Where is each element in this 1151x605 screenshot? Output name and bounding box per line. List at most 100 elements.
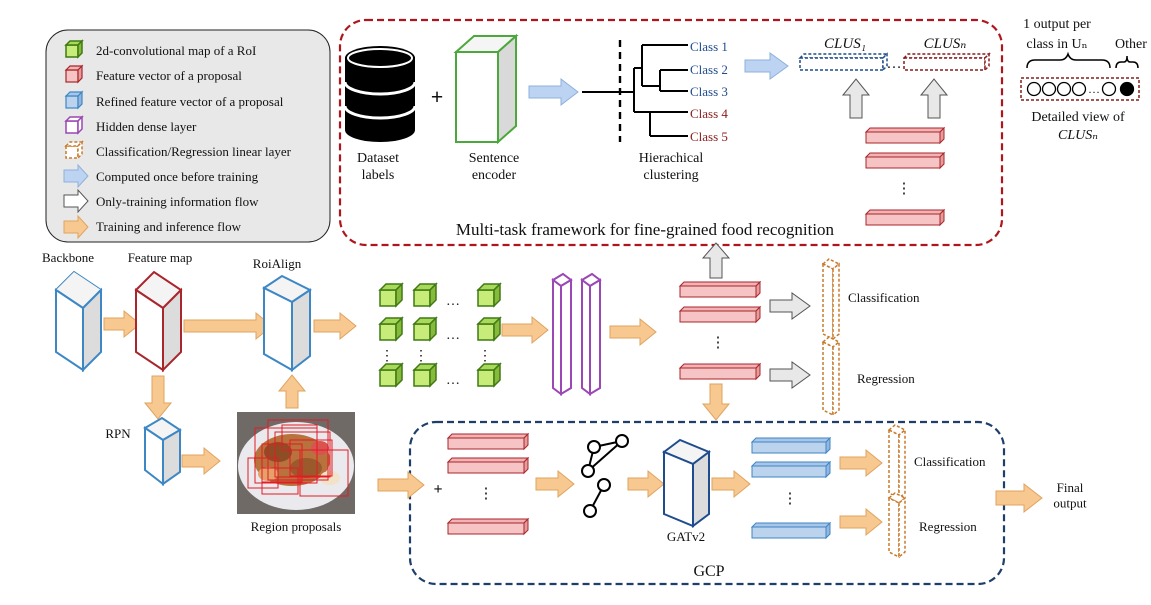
legend-pink-cube-icon bbox=[64, 64, 84, 84]
orange-arrow-backbone-featuremap bbox=[103, 309, 141, 339]
orange-arrow-vectors-graph bbox=[535, 469, 575, 499]
conv-map-cube bbox=[412, 282, 438, 308]
roialign-label: RoiAlign bbox=[253, 256, 302, 271]
detail-neuron-ellipsis: … bbox=[1088, 82, 1100, 96]
clusn-label: CLUSₙ bbox=[924, 36, 967, 52]
gcp-plus-sign: + bbox=[433, 481, 442, 498]
feature-map-cube bbox=[134, 270, 183, 373]
legend-item-label: Only-training information flow bbox=[96, 194, 259, 209]
region-proposals-image bbox=[237, 412, 355, 514]
class-2-label: Class 2 bbox=[690, 62, 728, 77]
orange-arrow-gcp-regression bbox=[839, 507, 883, 537]
gcp-regression-label: Regression bbox=[919, 519, 977, 534]
orange-down-arrow-to-gcp bbox=[701, 383, 731, 421]
gcp-vectors-vdots: ⋮ bbox=[479, 486, 494, 502]
grey-arrow-regression bbox=[769, 361, 811, 389]
orange-arrow-final-output bbox=[995, 482, 1043, 514]
output-neurons bbox=[1026, 81, 1135, 97]
grey-arrow-classification bbox=[769, 292, 811, 320]
conv-map-cube bbox=[476, 316, 502, 342]
grey-up-arrow-to-framework bbox=[701, 242, 731, 279]
clus1-head bbox=[798, 52, 889, 72]
legend-item-label: Hidden dense layer bbox=[96, 119, 197, 134]
orange-arrow-graph-gatv2 bbox=[627, 469, 665, 499]
gatv2-cube bbox=[661, 438, 712, 528]
legend-symbols bbox=[63, 39, 89, 240]
backbone-cube bbox=[54, 270, 103, 373]
top-feature-vectors: ⋮ bbox=[864, 126, 946, 227]
legend-orange-dashed-icon bbox=[64, 140, 84, 160]
grey-up-arrow-clusn bbox=[919, 78, 949, 119]
refined-vector bbox=[750, 460, 832, 479]
conv-grid-dots: … bbox=[446, 328, 460, 343]
linear-layer-classification bbox=[821, 258, 841, 341]
legend-item-label: Classification/Regression linear layer bbox=[96, 144, 292, 159]
feature-vector bbox=[446, 456, 530, 475]
rpn-label: RPN bbox=[105, 426, 131, 441]
legend-item-label: Training and inference flow bbox=[96, 219, 242, 234]
classification-label: Classification bbox=[848, 290, 920, 305]
conv-grid-dots: … bbox=[446, 373, 460, 388]
backbone-label: Backbone bbox=[42, 250, 94, 265]
feature-vector bbox=[678, 362, 762, 381]
conv-map-cube bbox=[476, 362, 502, 388]
gcp-module: + ⋮ bbox=[377, 420, 1006, 586]
conv-map-cube bbox=[476, 282, 502, 308]
output-per-class-line1: 1 output per bbox=[1023, 17, 1091, 32]
refined-feature-vectors: ⋮ bbox=[750, 436, 832, 540]
linear-layer-regression bbox=[821, 336, 841, 417]
conv-grid-dots: ⋮ bbox=[414, 349, 428, 364]
orange-arrow-gatv2-refined bbox=[711, 469, 751, 499]
detailed-view-line2: CLUSₙ bbox=[1058, 128, 1098, 143]
orange-arrow-gcp-classification bbox=[839, 448, 883, 478]
feature-vector bbox=[864, 208, 946, 227]
clus-detail-view: 1 output per class in Uₙ Other … Detaile… bbox=[1020, 17, 1147, 143]
orange-arrow-dense-vectors bbox=[609, 317, 657, 347]
legend-blue-cube-icon bbox=[64, 90, 84, 110]
sentence-encoder-cube bbox=[453, 33, 519, 145]
clusn-head bbox=[902, 52, 991, 72]
gcp-classification-label: Classification bbox=[914, 454, 986, 469]
class-4-label: Class 4 bbox=[690, 106, 728, 121]
legend-item-label: Refined feature vector of a proposal bbox=[96, 94, 284, 109]
graph-icon bbox=[581, 434, 629, 518]
gcp-title: GCP bbox=[693, 563, 724, 580]
hidden-dense-layer-2 bbox=[580, 272, 602, 396]
conv-map-cube bbox=[378, 362, 404, 388]
orange-arrow-proposals-gcp bbox=[377, 470, 425, 500]
orange-arrow-featuremap-rpn bbox=[143, 375, 173, 420]
regression-label: Regression bbox=[857, 371, 915, 386]
feature-vector bbox=[864, 151, 946, 170]
grey-up-arrow-clus1 bbox=[841, 78, 871, 119]
clus-ellipsis: … bbox=[887, 56, 902, 72]
other-label: Other bbox=[1115, 37, 1147, 52]
rpn-cube bbox=[143, 416, 182, 487]
plus-sign: + bbox=[431, 84, 444, 109]
legend-green-cube-icon bbox=[64, 39, 84, 59]
dendrogram-icon bbox=[582, 40, 688, 142]
class-1-label: Class 1 bbox=[690, 39, 728, 54]
feature-vector bbox=[678, 305, 762, 324]
legend-purple-cube-icon bbox=[64, 115, 84, 135]
legend-item-label: Computed once before training bbox=[96, 169, 259, 184]
class-3-label: Class 3 bbox=[690, 84, 728, 99]
gatv2-label: GATv2 bbox=[667, 529, 705, 544]
conv-grid-dots: ⋮ bbox=[380, 349, 394, 364]
refined-vector bbox=[750, 436, 832, 455]
light-blue-arrow-clus bbox=[744, 52, 789, 80]
framework-title: Multi-task framework for fine-grained fo… bbox=[456, 220, 835, 239]
database-icon bbox=[343, 46, 417, 142]
refined-vector bbox=[750, 521, 832, 540]
light-blue-arrow-encoder bbox=[528, 77, 579, 107]
orange-arrow-rpn-proposals bbox=[181, 446, 221, 476]
pipeline: Backbone Feature map RoiAlign RPN bbox=[42, 242, 920, 534]
conv-map-cube bbox=[378, 282, 404, 308]
detailed-view-line1: Detailed view of bbox=[1031, 110, 1125, 125]
orange-arrow-featuremap-roialign bbox=[183, 311, 273, 341]
gcp-feature-vectors: ⋮ bbox=[446, 432, 530, 536]
